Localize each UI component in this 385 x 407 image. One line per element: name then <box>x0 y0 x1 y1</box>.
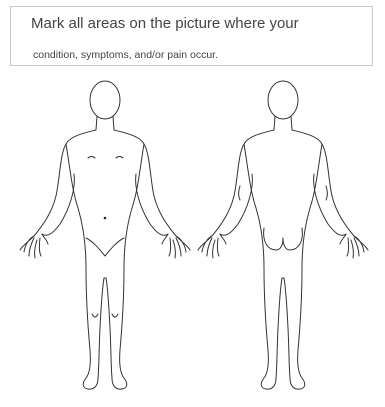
front-body-outline-icon[interactable] <box>20 81 190 389</box>
instruction-panel: Mark all areas on the picture where your… <box>10 6 373 66</box>
instruction-line-1: Mark all areas on the picture where your <box>31 15 299 32</box>
body-diagram-canvas[interactable] <box>0 78 385 402</box>
instruction-line-2: condition, symptoms, and/or pain occur. <box>33 49 218 61</box>
back-body-outline-icon[interactable] <box>198 81 368 389</box>
